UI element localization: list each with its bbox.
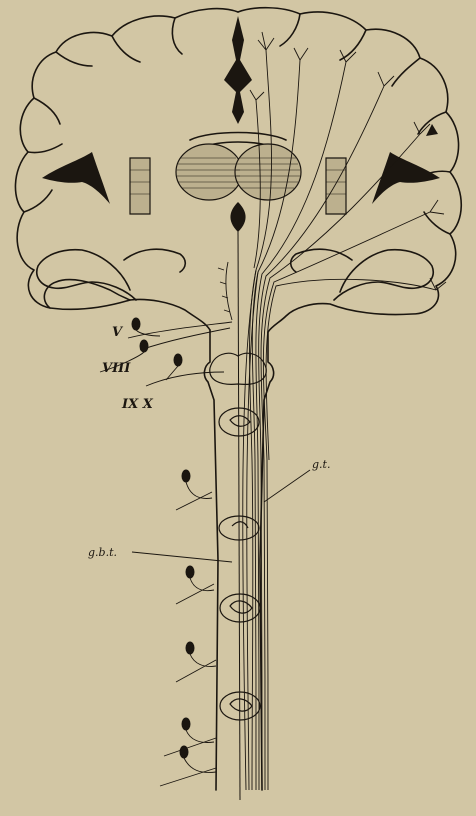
spinal-ganglion bbox=[186, 566, 194, 578]
ganglion-cell-v bbox=[132, 318, 140, 330]
left-insula-curve bbox=[124, 249, 185, 272]
nerve-ix-x-line bbox=[146, 372, 224, 386]
right-lateral-ventricle bbox=[372, 152, 440, 204]
right-insula-curve bbox=[291, 249, 352, 272]
sulcus bbox=[24, 190, 52, 212]
central-canal bbox=[238, 230, 240, 800]
left-thalamus bbox=[176, 144, 242, 200]
spinal-nerve bbox=[176, 584, 214, 604]
dendrite-tuft bbox=[340, 50, 356, 62]
left-temporal-lobe bbox=[37, 250, 136, 300]
dendrite-tuft bbox=[430, 200, 444, 214]
tract-fibre bbox=[261, 134, 420, 790]
dendrite-tuft bbox=[378, 72, 394, 86]
tract-fibre bbox=[263, 212, 430, 790]
nerve-v-line bbox=[128, 322, 232, 338]
corpus-callosum bbox=[190, 133, 286, 141]
grey-matter bbox=[232, 522, 248, 528]
sulcus bbox=[280, 14, 300, 46]
label-nerves-ix-x: IX X bbox=[121, 397, 154, 412]
label-nerve-viii: VIII bbox=[102, 361, 131, 376]
sulcus bbox=[56, 52, 92, 66]
label-nerve-v: V bbox=[112, 325, 124, 340]
spinal-ganglion bbox=[182, 470, 190, 482]
label-gt: g.t. bbox=[312, 458, 330, 471]
ganglion-cell-ix bbox=[174, 354, 182, 366]
cord-cross-section bbox=[220, 594, 260, 622]
gt-leader bbox=[264, 470, 310, 502]
sulcus bbox=[424, 212, 450, 234]
dendrite-tuft bbox=[430, 278, 446, 290]
label-gbt: g.b.t. bbox=[88, 546, 117, 559]
sulcus bbox=[34, 98, 60, 124]
spinal-nerve bbox=[186, 730, 214, 743]
dendrite-tuft bbox=[294, 48, 308, 60]
spinal-ganglion bbox=[186, 642, 194, 654]
ganglion-cell-viii bbox=[140, 340, 148, 352]
spinal-nerve bbox=[190, 654, 216, 667]
dendrite-tuft bbox=[258, 32, 274, 50]
dendrite-tuft bbox=[250, 90, 264, 100]
left-lateral-ventricle bbox=[42, 152, 110, 204]
grey-matter bbox=[230, 416, 250, 427]
spinal-nerve bbox=[160, 768, 216, 786]
spinal-ganglion bbox=[182, 718, 190, 730]
grey-matter bbox=[230, 699, 252, 711]
sulcus bbox=[112, 36, 140, 62]
gbt-leader bbox=[132, 552, 232, 562]
sulcus bbox=[172, 18, 182, 54]
grey-matter bbox=[230, 601, 252, 613]
spinal-nerve bbox=[176, 660, 216, 682]
sulcus bbox=[392, 58, 420, 86]
tract-fibre bbox=[266, 279, 436, 460]
nerve-viii-line bbox=[140, 328, 230, 350]
spinal-nerve bbox=[186, 482, 212, 498]
spinal-nerve bbox=[190, 578, 214, 591]
spinal-nerve bbox=[164, 738, 216, 756]
spinal-nerve bbox=[184, 758, 216, 772]
sulcus bbox=[28, 144, 62, 153]
right-caudate bbox=[326, 158, 346, 214]
left-caudate bbox=[130, 158, 150, 214]
right-thalamus bbox=[235, 144, 301, 200]
third-ventricle bbox=[224, 16, 252, 124]
lower-ventricle bbox=[230, 202, 245, 232]
